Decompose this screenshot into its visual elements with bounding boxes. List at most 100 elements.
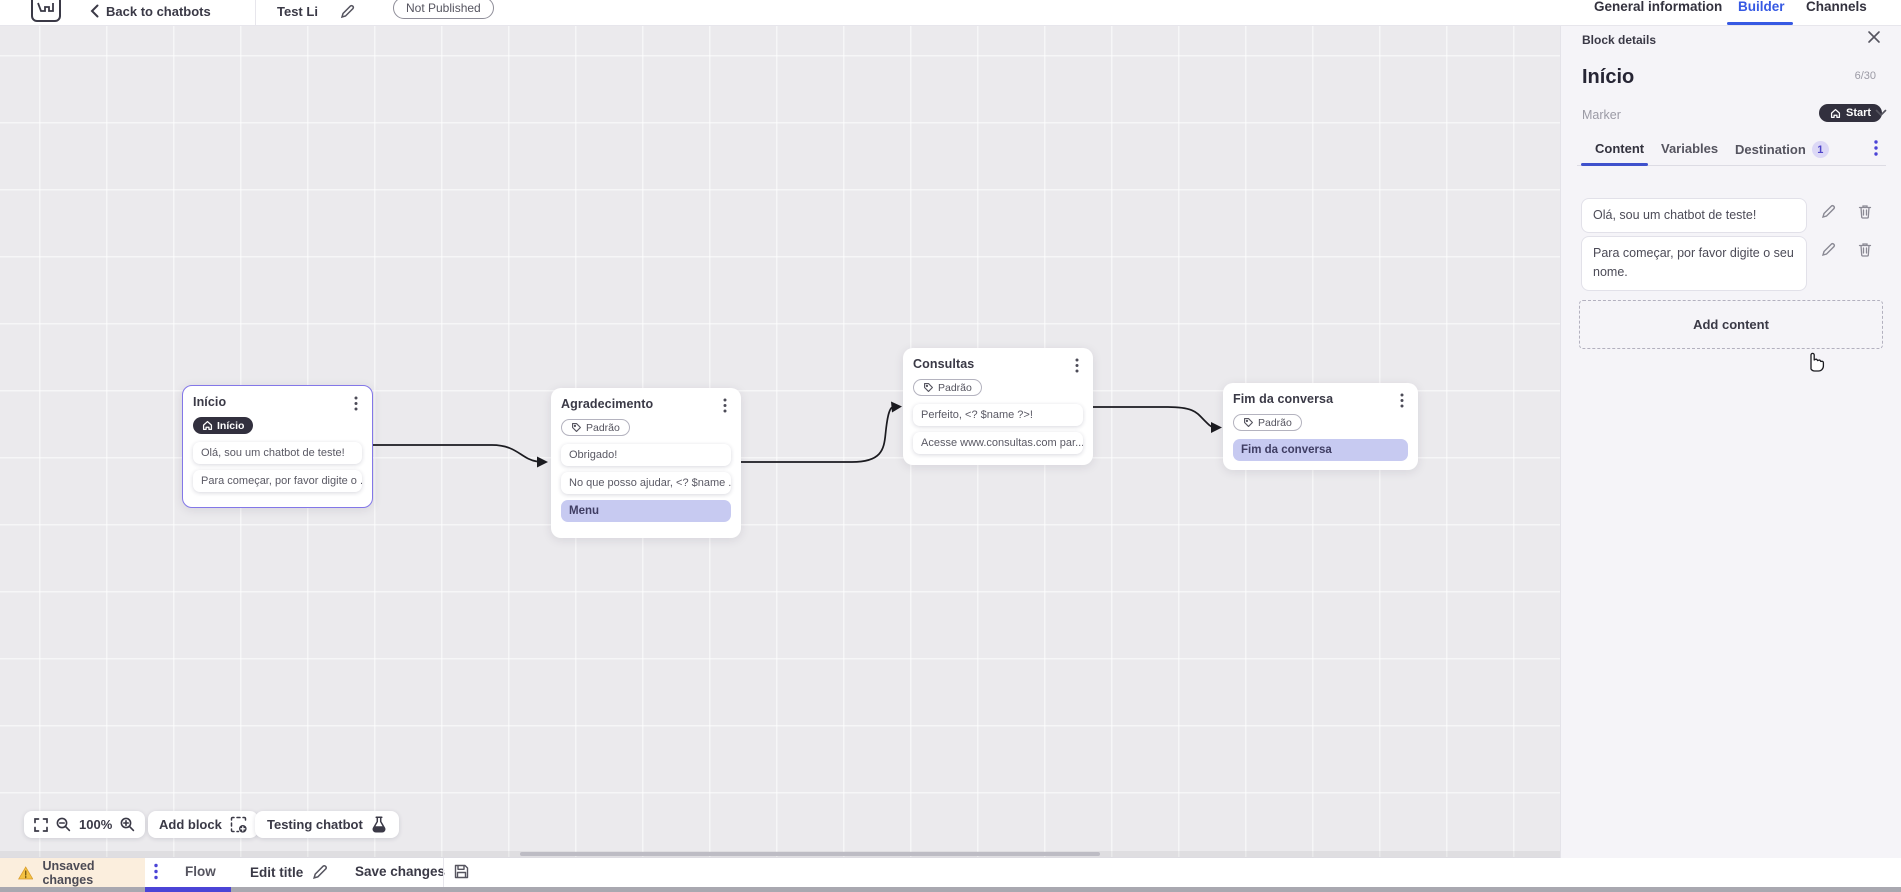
content-message-card[interactable]: Olá, sou um chatbot de teste! [1581,198,1807,234]
canvas-horizontal-scrollbar[interactable] [0,851,1560,857]
block-title: Início [193,395,227,409]
edit-chatbot-title-button[interactable] [340,0,355,24]
marker-dropdown-button[interactable] [1875,109,1887,117]
panel-tab-destination[interactable]: Destination 1 [1735,141,1829,158]
block-menu-button[interactable] [719,397,731,414]
back-to-chatbots-button[interactable]: Back to chatbots [90,0,211,24]
testing-chatbot-button[interactable]: Testing chatbot [255,811,399,838]
unsaved-changes-label: Unsaved changes [42,858,95,887]
flow-menu-button[interactable] [154,863,158,880]
topbar-divider [255,0,256,25]
scrollbar-thumb[interactable] [520,852,1100,856]
testing-chatbot-label: Testing chatbot [267,817,363,832]
panel-menu-button[interactable] [1874,140,1878,156]
zoom-in-button[interactable] [120,817,135,832]
block-menu-button[interactable] [1071,357,1083,374]
fit-to-screen-button[interactable] [34,817,48,832]
delete-message-button[interactable] [1858,204,1872,219]
bottom-bar-divider [443,858,444,887]
zoom-in-icon [120,817,135,832]
pencil-icon [1821,205,1835,219]
pencil-icon [340,4,355,18]
char-counter: 6/30 [1854,70,1876,82]
pencil-icon [1821,243,1835,257]
tag-icon [924,383,933,392]
message-card-actions [1821,242,1872,257]
fullscreen-icon [34,817,48,832]
zoom-controls: 100% [24,811,146,838]
block-message-row[interactable]: Para começar, por favor digite o ... [193,470,362,492]
tab-builder[interactable]: Builder [1738,0,1785,14]
block-menu-button[interactable] [350,395,362,412]
chevron-down-icon [1875,109,1887,117]
close-panel-button[interactable] [1867,30,1881,44]
window-bottom-edge [0,887,1901,892]
panel-header: Block details [1582,33,1657,47]
trash-icon [1858,205,1872,219]
start-marker-badge: Início [193,417,254,434]
flow-block-inicio[interactable]: Início Início Olá, sou um chatbot de tes… [182,385,373,508]
save-changes-button[interactable]: Save changes [355,864,469,879]
block-action-row[interactable]: Menu [561,500,731,522]
zoom-out-button[interactable] [56,817,71,832]
home-icon [202,420,213,431]
block-message-row[interactable]: Acesse www.consultas.com par... [913,432,1083,454]
destination-count-badge: 1 [1811,141,1829,158]
flow-block-fim-da-conversa[interactable]: Fim da conversa Padrão Fim da conversa [1223,383,1418,470]
flask-icon [372,816,386,833]
tab-general-information[interactable]: General information [1594,0,1723,14]
block-title: Consultas [913,357,975,371]
save-icon [454,864,469,879]
message-card-actions [1821,204,1872,219]
tag-icon [1244,418,1253,427]
block-message-row[interactable]: Obrigado! [561,444,731,466]
app-logo-icon [30,0,62,24]
top-bar: Back to chatbots Test Li Not Published G… [0,0,1901,26]
tag-icon [572,423,581,432]
marker-value-pill[interactable]: Start [1819,104,1883,122]
add-content-button[interactable]: Add content [1579,300,1883,349]
flow-tab[interactable]: Flow [185,864,216,879]
status-badge: Not Published [393,0,494,19]
panel-tab-content[interactable]: Content [1595,141,1645,156]
block-action-row[interactable]: Fim da conversa [1233,439,1408,461]
trash-icon [1858,243,1872,257]
bottom-bar: Unsaved changes Flow Edit title Save cha… [0,857,1901,887]
block-title: Agradecimento [561,397,654,411]
chatbot-title: Test Li [277,3,318,19]
content-message-card[interactable]: Para começar, por favor digite o seu nom… [1581,236,1807,291]
block-message-row[interactable]: No que posso ajudar, <? $name ... [561,472,731,494]
tag-badge: Padrão [1233,414,1302,431]
edit-message-button[interactable] [1821,242,1836,257]
edit-message-button[interactable] [1821,204,1836,219]
block-title: Fim da conversa [1233,392,1334,406]
flow-block-consultas[interactable]: Consultas Padrão Perfeito, <? $name ?>! … [903,348,1093,465]
tag-badge: Padrão [561,419,630,436]
active-tab-indicator [1727,22,1793,25]
flow-tab-indicator [145,887,231,892]
zoom-out-icon [56,817,71,832]
marker-label: Marker [1582,108,1621,122]
block-message-row[interactable]: Perfeito, <? $name ?>! [913,404,1083,426]
tab-channels[interactable]: Channels [1806,0,1867,14]
panel-active-tab-indicator [1581,163,1648,166]
add-block-icon [230,816,247,833]
back-label: Back to chatbots [106,3,211,19]
mouse-cursor [1803,348,1825,372]
add-block-button[interactable]: Add block [148,811,258,838]
flow-block-agradecimento[interactable]: Agradecimento Padrão Obrigado! No que po… [551,388,741,538]
home-icon [1830,108,1841,118]
block-name-field[interactable]: Início [1582,66,1635,88]
block-details-panel: Block details Início 6/30 Marker Start C… [1560,26,1901,880]
block-menu-button[interactable] [1396,392,1408,409]
delete-message-button[interactable] [1858,242,1872,257]
tag-badge: Padrão [913,379,982,396]
chevron-left-icon [90,4,99,18]
zoom-level: 100% [79,817,113,832]
panel-tab-variables[interactable]: Variables [1661,141,1719,156]
unsaved-changes-indicator: Unsaved changes [0,858,145,887]
pencil-icon [313,865,328,879]
edit-title-button[interactable]: Edit title [250,864,328,880]
block-message-row[interactable]: Olá, sou um chatbot de teste! [193,442,362,464]
